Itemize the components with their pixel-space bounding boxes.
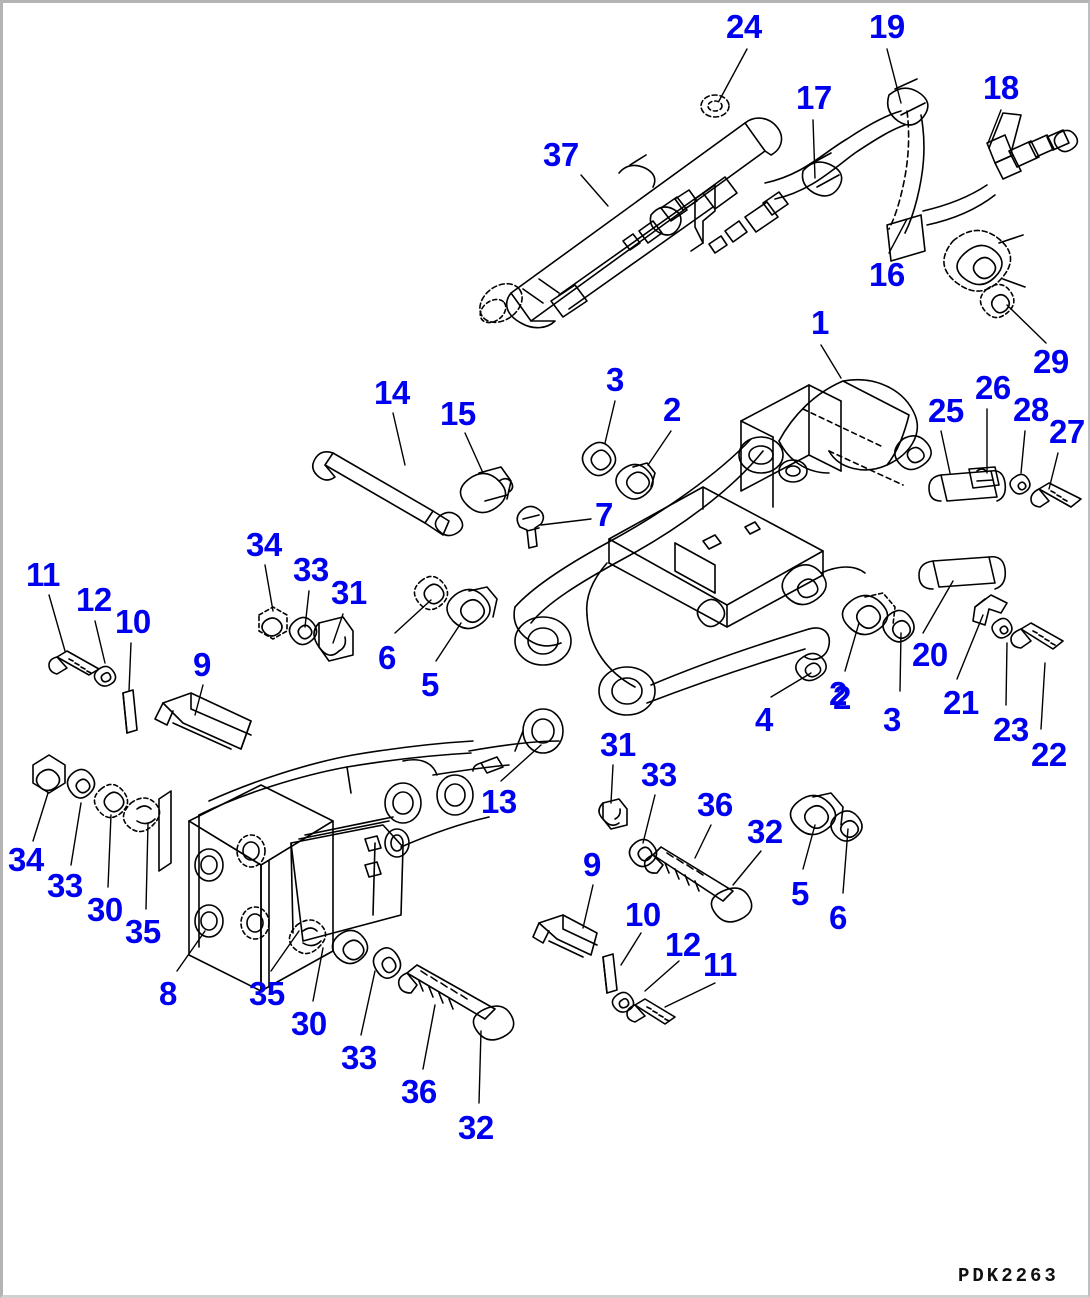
callout-number-17: 17 xyxy=(796,79,832,116)
drawing-linework xyxy=(32,48,1082,1104)
grease-fitting-7 xyxy=(516,505,545,549)
callout-number-36: 36 xyxy=(401,1073,437,1110)
callout-number-24: 24 xyxy=(726,8,762,45)
callout-number-34: 34 xyxy=(246,526,282,563)
bracket-8 xyxy=(188,740,560,992)
callout-number-5: 5 xyxy=(791,875,809,912)
bottom-small-parts xyxy=(288,919,515,1041)
callout-number-30: 30 xyxy=(87,891,123,928)
callout-number-37: 37 xyxy=(543,136,579,173)
pin-9-upper xyxy=(154,692,252,750)
callout-number-33: 33 xyxy=(47,867,83,904)
callout-number-12: 12 xyxy=(76,581,112,618)
callout-number-19: 19 xyxy=(869,8,905,45)
pin-14-bushing-15 xyxy=(311,451,514,537)
callout-number-6: 6 xyxy=(378,639,396,676)
callout-number-28: 28 xyxy=(1013,391,1049,428)
callout-number-33: 33 xyxy=(641,756,677,793)
callout-number-18: 18 xyxy=(983,69,1019,106)
callout-number-11: 11 xyxy=(703,946,737,983)
callout-number-30: 30 xyxy=(291,1005,327,1042)
callout-number-11: 11 xyxy=(26,556,60,593)
callout-number-29: 29 xyxy=(1033,343,1069,380)
callout-number-13: 13 xyxy=(481,783,517,820)
callout-number-16: 16 xyxy=(869,256,905,293)
callout-number-32: 32 xyxy=(458,1109,494,1146)
callout-number-31: 31 xyxy=(600,726,636,763)
center-bottom-parts xyxy=(472,708,863,1025)
boom-main-1 xyxy=(513,379,932,716)
callout-number-2: 2 xyxy=(829,675,847,712)
callout-number-5: 5 xyxy=(421,666,439,703)
right-parts-25-29 xyxy=(928,229,1082,508)
callout-number-9: 9 xyxy=(193,646,211,683)
callout-number-1: 1 xyxy=(811,304,829,341)
callout-number-2: 2 xyxy=(663,391,681,428)
callout-number-2: 2 xyxy=(833,679,851,716)
right-parts-20-23 xyxy=(841,555,1064,650)
callout-number-35: 35 xyxy=(249,975,285,1012)
technical-drawing-canvas xyxy=(32,48,1082,1104)
callout-number-32: 32 xyxy=(747,813,783,850)
callout-number-35: 35 xyxy=(125,913,161,950)
callout-number-21: 21 xyxy=(943,684,979,721)
callout-number-23: 23 xyxy=(993,711,1029,748)
callout-number-27: 27 xyxy=(1049,413,1085,450)
callout-number-14: 14 xyxy=(374,374,410,411)
callout-number-20: 20 xyxy=(912,636,948,673)
callout-number-25: 25 xyxy=(928,392,964,429)
callout-number-10: 10 xyxy=(115,603,151,640)
callout-number-31: 31 xyxy=(331,574,367,611)
callout-number-9: 9 xyxy=(583,846,601,883)
link-part-4 xyxy=(795,652,827,682)
callout-number-4: 4 xyxy=(755,701,773,738)
callout-number-8: 8 xyxy=(159,975,177,1012)
callout-number-12: 12 xyxy=(665,926,701,963)
callout-number-33: 33 xyxy=(293,551,329,588)
callout-number-6: 6 xyxy=(829,899,847,936)
callout-number-10: 10 xyxy=(625,896,661,933)
callout-number-26: 26 xyxy=(975,369,1011,406)
left-fasteners xyxy=(48,650,138,734)
callout-number-22: 22 xyxy=(1031,736,1067,773)
callout-number-33: 33 xyxy=(341,1039,377,1076)
hydraulic-cylinder-37 xyxy=(479,117,789,329)
leader-lines xyxy=(32,48,1059,1104)
callout-number-34: 34 xyxy=(8,841,44,878)
callout-number-3: 3 xyxy=(606,361,624,398)
hose-assembly xyxy=(700,78,1079,262)
callout-number-7: 7 xyxy=(595,496,613,533)
rings-5-6-left xyxy=(258,575,498,662)
callout-number-3: 3 xyxy=(883,701,901,738)
drawing-code-label: PDK2263 xyxy=(958,1265,1059,1287)
callout-number-36: 36 xyxy=(697,786,733,823)
callout-number-15: 15 xyxy=(440,395,476,432)
left-small-parts xyxy=(32,754,172,872)
rings-3-2 xyxy=(581,441,656,500)
